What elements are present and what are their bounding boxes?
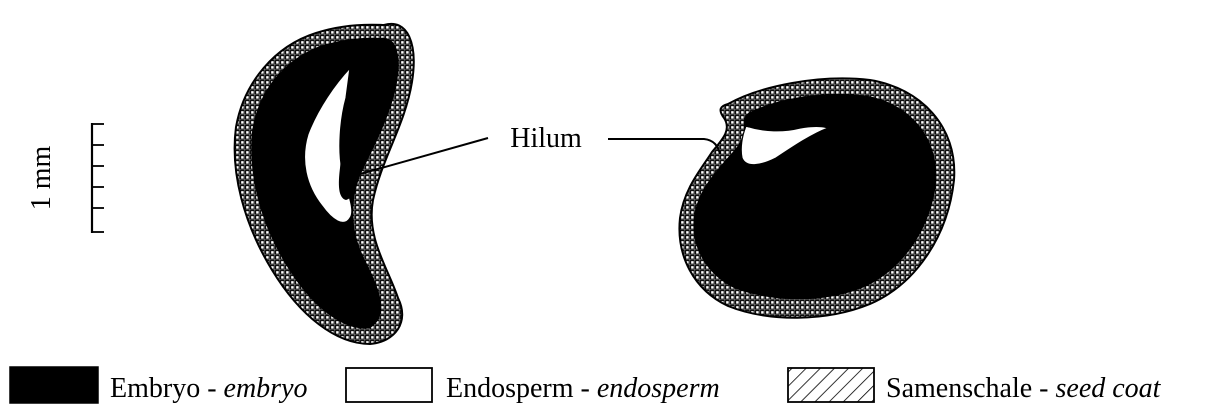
seed-right — [679, 78, 954, 317]
legend-label-embryo: Embryo - — [110, 373, 224, 404]
svg-text:Endosperm - endosperm: Endosperm - endosperm — [446, 373, 720, 404]
legend-label-seed-coat-italic: seed coat — [1056, 373, 1162, 404]
scale-bar-label: 1 mm — [26, 146, 57, 211]
legend-item-embryo: Embryo - embryo — [10, 367, 308, 404]
legend-label-endosperm-italic: endosperm — [597, 373, 720, 404]
legend-item-endosperm: Endosperm - endosperm — [346, 368, 720, 404]
hilum-label: Hilum — [510, 123, 582, 154]
legend-label-endosperm: Endosperm - — [446, 373, 597, 404]
legend-swatch-embryo — [10, 367, 98, 403]
svg-text:Embryo - embryo: Embryo - embryo — [110, 373, 308, 404]
hilum-callout: Hilum — [353, 123, 720, 176]
legend-swatch-seed-coat — [788, 368, 874, 402]
seed-left — [235, 24, 414, 344]
legend-label-embryo-italic: embryo — [224, 373, 308, 404]
hilum-pointer-right — [608, 139, 720, 154]
scale-bar: 1 mm — [26, 123, 104, 233]
legend-swatch-endosperm — [346, 368, 432, 402]
svg-text:Samenschale - seed coat: Samenschale - seed coat — [886, 373, 1162, 404]
legend-item-seed-coat: Samenschale - seed coat — [788, 368, 1162, 404]
legend: Embryo - embryo Endosperm - endosperm Sa… — [10, 367, 1162, 404]
legend-label-seed-coat: Samenschale - — [886, 373, 1056, 404]
